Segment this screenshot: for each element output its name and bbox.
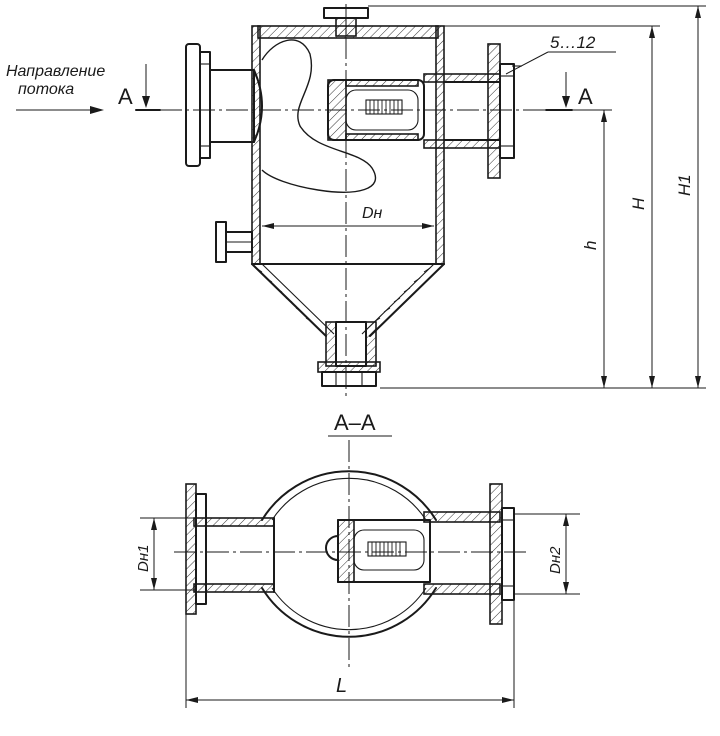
part-range-leader: 5…12 (505, 33, 616, 75)
section-marker-left: A (118, 64, 161, 111)
dim-total-height-label: H1 (675, 174, 694, 196)
section-marker-right: A (545, 72, 593, 111)
dim-body-height: H (438, 25, 660, 388)
flow-direction-line2: потока (18, 81, 74, 98)
section-marker-left-label: A (118, 84, 133, 109)
dim-diameter-label: Dн (362, 205, 383, 222)
dim-length: L (185, 600, 515, 708)
flow-direction: Направление потока (6, 63, 105, 114)
body-shell (251, 25, 445, 265)
front-view: Dн 5…12 Направление потока A A (6, 4, 706, 396)
dim-body-height-label: H (629, 197, 648, 210)
part-range-label: 5…12 (550, 33, 596, 52)
section-center-lines (174, 440, 530, 668)
inlet-nozzle (185, 43, 263, 167)
flow-direction-line1: Направление (6, 63, 105, 80)
dim-total-height: H1 (368, 5, 706, 389)
section-view: A–A (135, 410, 580, 708)
section-title: A–A (334, 410, 376, 435)
section-strainer (325, 519, 431, 583)
dim-outlet-diameter-label: Dн2 (547, 546, 564, 574)
outlet-nozzle (423, 43, 522, 179)
top-lid (257, 25, 439, 39)
side-fitting (215, 221, 253, 263)
dim-diameter: Dн (262, 205, 434, 229)
section-inlet-nozzle (185, 483, 275, 615)
drain-outlet (317, 321, 381, 387)
dim-outlet-diameter: Dн2 (514, 513, 580, 595)
dim-length-label: L (336, 675, 347, 697)
flow-arrow-icon (90, 106, 104, 114)
dim-inlet-diameter: Dн1 (135, 517, 196, 591)
front-center-lines (160, 4, 560, 396)
dim-axis-height: h (560, 109, 612, 388)
dim-inlet-diameter-label: Dн1 (135, 545, 152, 572)
conical-bottom (251, 263, 445, 337)
cutaway-outline (261, 39, 377, 193)
section-outlet-nozzle (423, 483, 515, 625)
section-marker-right-label: A (578, 84, 593, 109)
dim-axis-height-label: h (581, 241, 600, 250)
